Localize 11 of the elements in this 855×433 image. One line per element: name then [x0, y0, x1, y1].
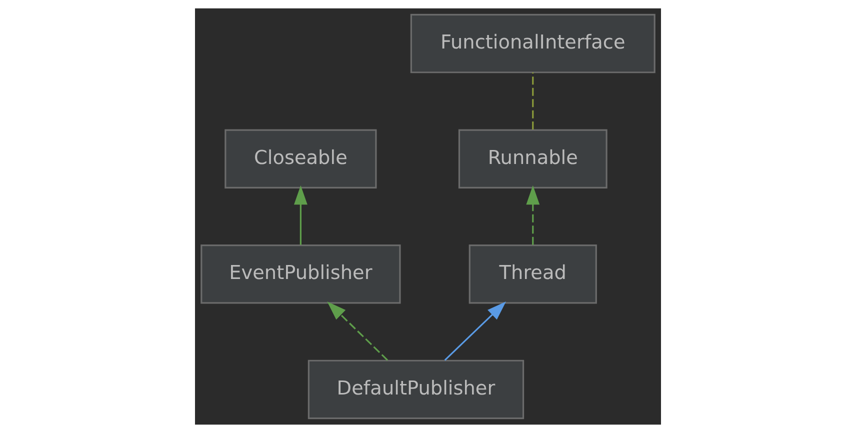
node-box: FunctionalInterface [410, 14, 655, 74]
node-box: Thread [468, 244, 596, 304]
node-box: Runnable [458, 129, 607, 188]
arrow [526, 185, 540, 245]
arrow [293, 185, 307, 245]
node-box: Closeable [224, 129, 376, 188]
connector [532, 72, 534, 130]
node-box: EventPublisher [200, 244, 400, 304]
arrow [326, 301, 388, 361]
arrow [444, 301, 506, 361]
node-box: DefaultPublisher [307, 360, 524, 420]
